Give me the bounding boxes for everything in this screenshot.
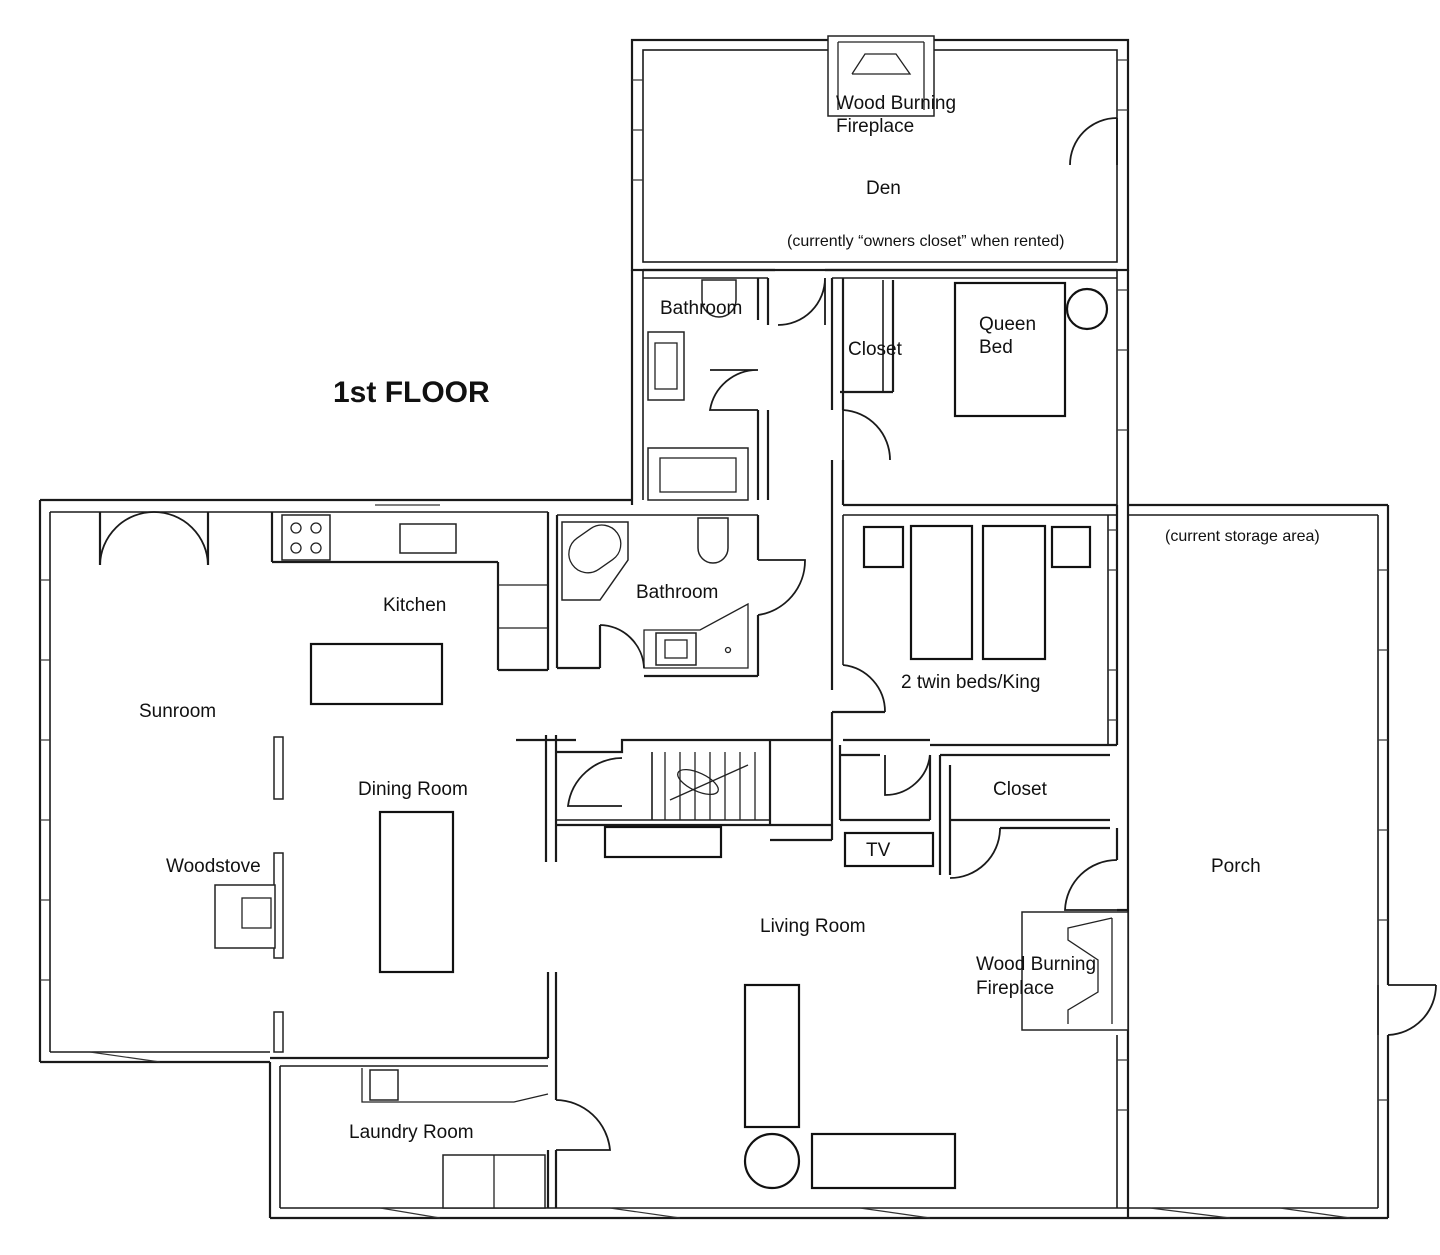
living-fireplace-label-2: Fireplace bbox=[976, 978, 1055, 999]
woodstove-label: Woodstove bbox=[166, 856, 261, 877]
twin-bed-left bbox=[909, 524, 974, 661]
bathroom-upper-label: Bathroom bbox=[660, 298, 743, 319]
laundry-door bbox=[555, 1099, 611, 1151]
living-room-label: Living Room bbox=[760, 916, 866, 937]
queen-bed-label-1: Queen bbox=[979, 314, 1037, 335]
lower-bathroom bbox=[555, 514, 760, 678]
den-note: (currently “owners closet” when rented) bbox=[787, 233, 1065, 250]
laundry-walls bbox=[270, 972, 558, 1209]
living-fireplace-label-1: Wood Burning bbox=[976, 954, 1097, 975]
twin-bedroom-walls bbox=[832, 505, 1119, 747]
kitchen-label: Kitchen bbox=[383, 595, 447, 616]
lower-closet-door bbox=[949, 828, 1001, 879]
upper-bathroom-fixtures bbox=[647, 279, 749, 501]
tv-stand bbox=[843, 831, 935, 868]
porch-door bbox=[1064, 859, 1118, 911]
lower-bathroom-door bbox=[599, 624, 645, 669]
living-fireplace bbox=[1021, 911, 1129, 1031]
twin-bedroom-door bbox=[842, 664, 886, 713]
woodstove bbox=[214, 884, 276, 949]
den-door bbox=[777, 277, 826, 326]
tv-label: TV bbox=[866, 840, 891, 861]
kitchen-island bbox=[309, 642, 444, 706]
porch-wall bbox=[1115, 505, 1130, 1218]
storage-note: (current storage area) bbox=[1165, 528, 1320, 545]
den-fireplace-label-2: Fireplace bbox=[836, 116, 915, 137]
bathroom-lower-label: Bathroom bbox=[636, 582, 719, 603]
laundry-room-label: Laundry Room bbox=[349, 1122, 474, 1143]
side-table-round bbox=[743, 1132, 801, 1190]
floor-title: 1st FLOOR bbox=[333, 376, 490, 409]
nightstand-left bbox=[862, 525, 905, 569]
upper-closet bbox=[840, 280, 895, 394]
upper-bathroom-door bbox=[708, 369, 759, 411]
porch-exterior-door bbox=[1377, 984, 1437, 1036]
sunroom-label: Sunroom bbox=[139, 701, 217, 722]
sunroom-french-doors bbox=[98, 511, 210, 566]
den-exterior-door bbox=[1069, 117, 1118, 166]
kitchen-counters bbox=[270, 512, 550, 672]
nightstand-right bbox=[1050, 525, 1092, 569]
lower-closet bbox=[938, 753, 1110, 875]
closet-upper-label: Closet bbox=[848, 339, 902, 360]
dining-room-label: Dining Room bbox=[358, 779, 468, 800]
sofa-vertical bbox=[743, 983, 801, 1129]
porch-label: Porch bbox=[1211, 856, 1261, 877]
stair-closet-door bbox=[566, 757, 623, 807]
den-fireplace-label-1: Wood Burning bbox=[836, 93, 957, 114]
twin-bed-right bbox=[981, 524, 1047, 661]
lower-bathroom-hall-door bbox=[757, 559, 806, 616]
queen-bedroom-door bbox=[842, 409, 891, 461]
queen-bed-label-2: Bed bbox=[979, 337, 1013, 358]
closet-lower-label: Closet bbox=[993, 779, 1047, 800]
stairs bbox=[516, 712, 932, 862]
upper-wing-walls bbox=[630, 268, 1130, 690]
nightstand-round bbox=[1065, 287, 1109, 331]
dining-table bbox=[378, 810, 455, 974]
den-label: Den bbox=[866, 178, 901, 199]
queen-bed bbox=[953, 281, 1067, 418]
den-fireplace bbox=[827, 35, 935, 117]
twin-beds-label: 2 twin beds/King bbox=[901, 672, 1041, 693]
main-outer-walls bbox=[38, 498, 1390, 1220]
sofa-horizontal bbox=[810, 1132, 957, 1190]
console-table bbox=[603, 825, 723, 859]
hall-closet-door bbox=[884, 754, 931, 796]
